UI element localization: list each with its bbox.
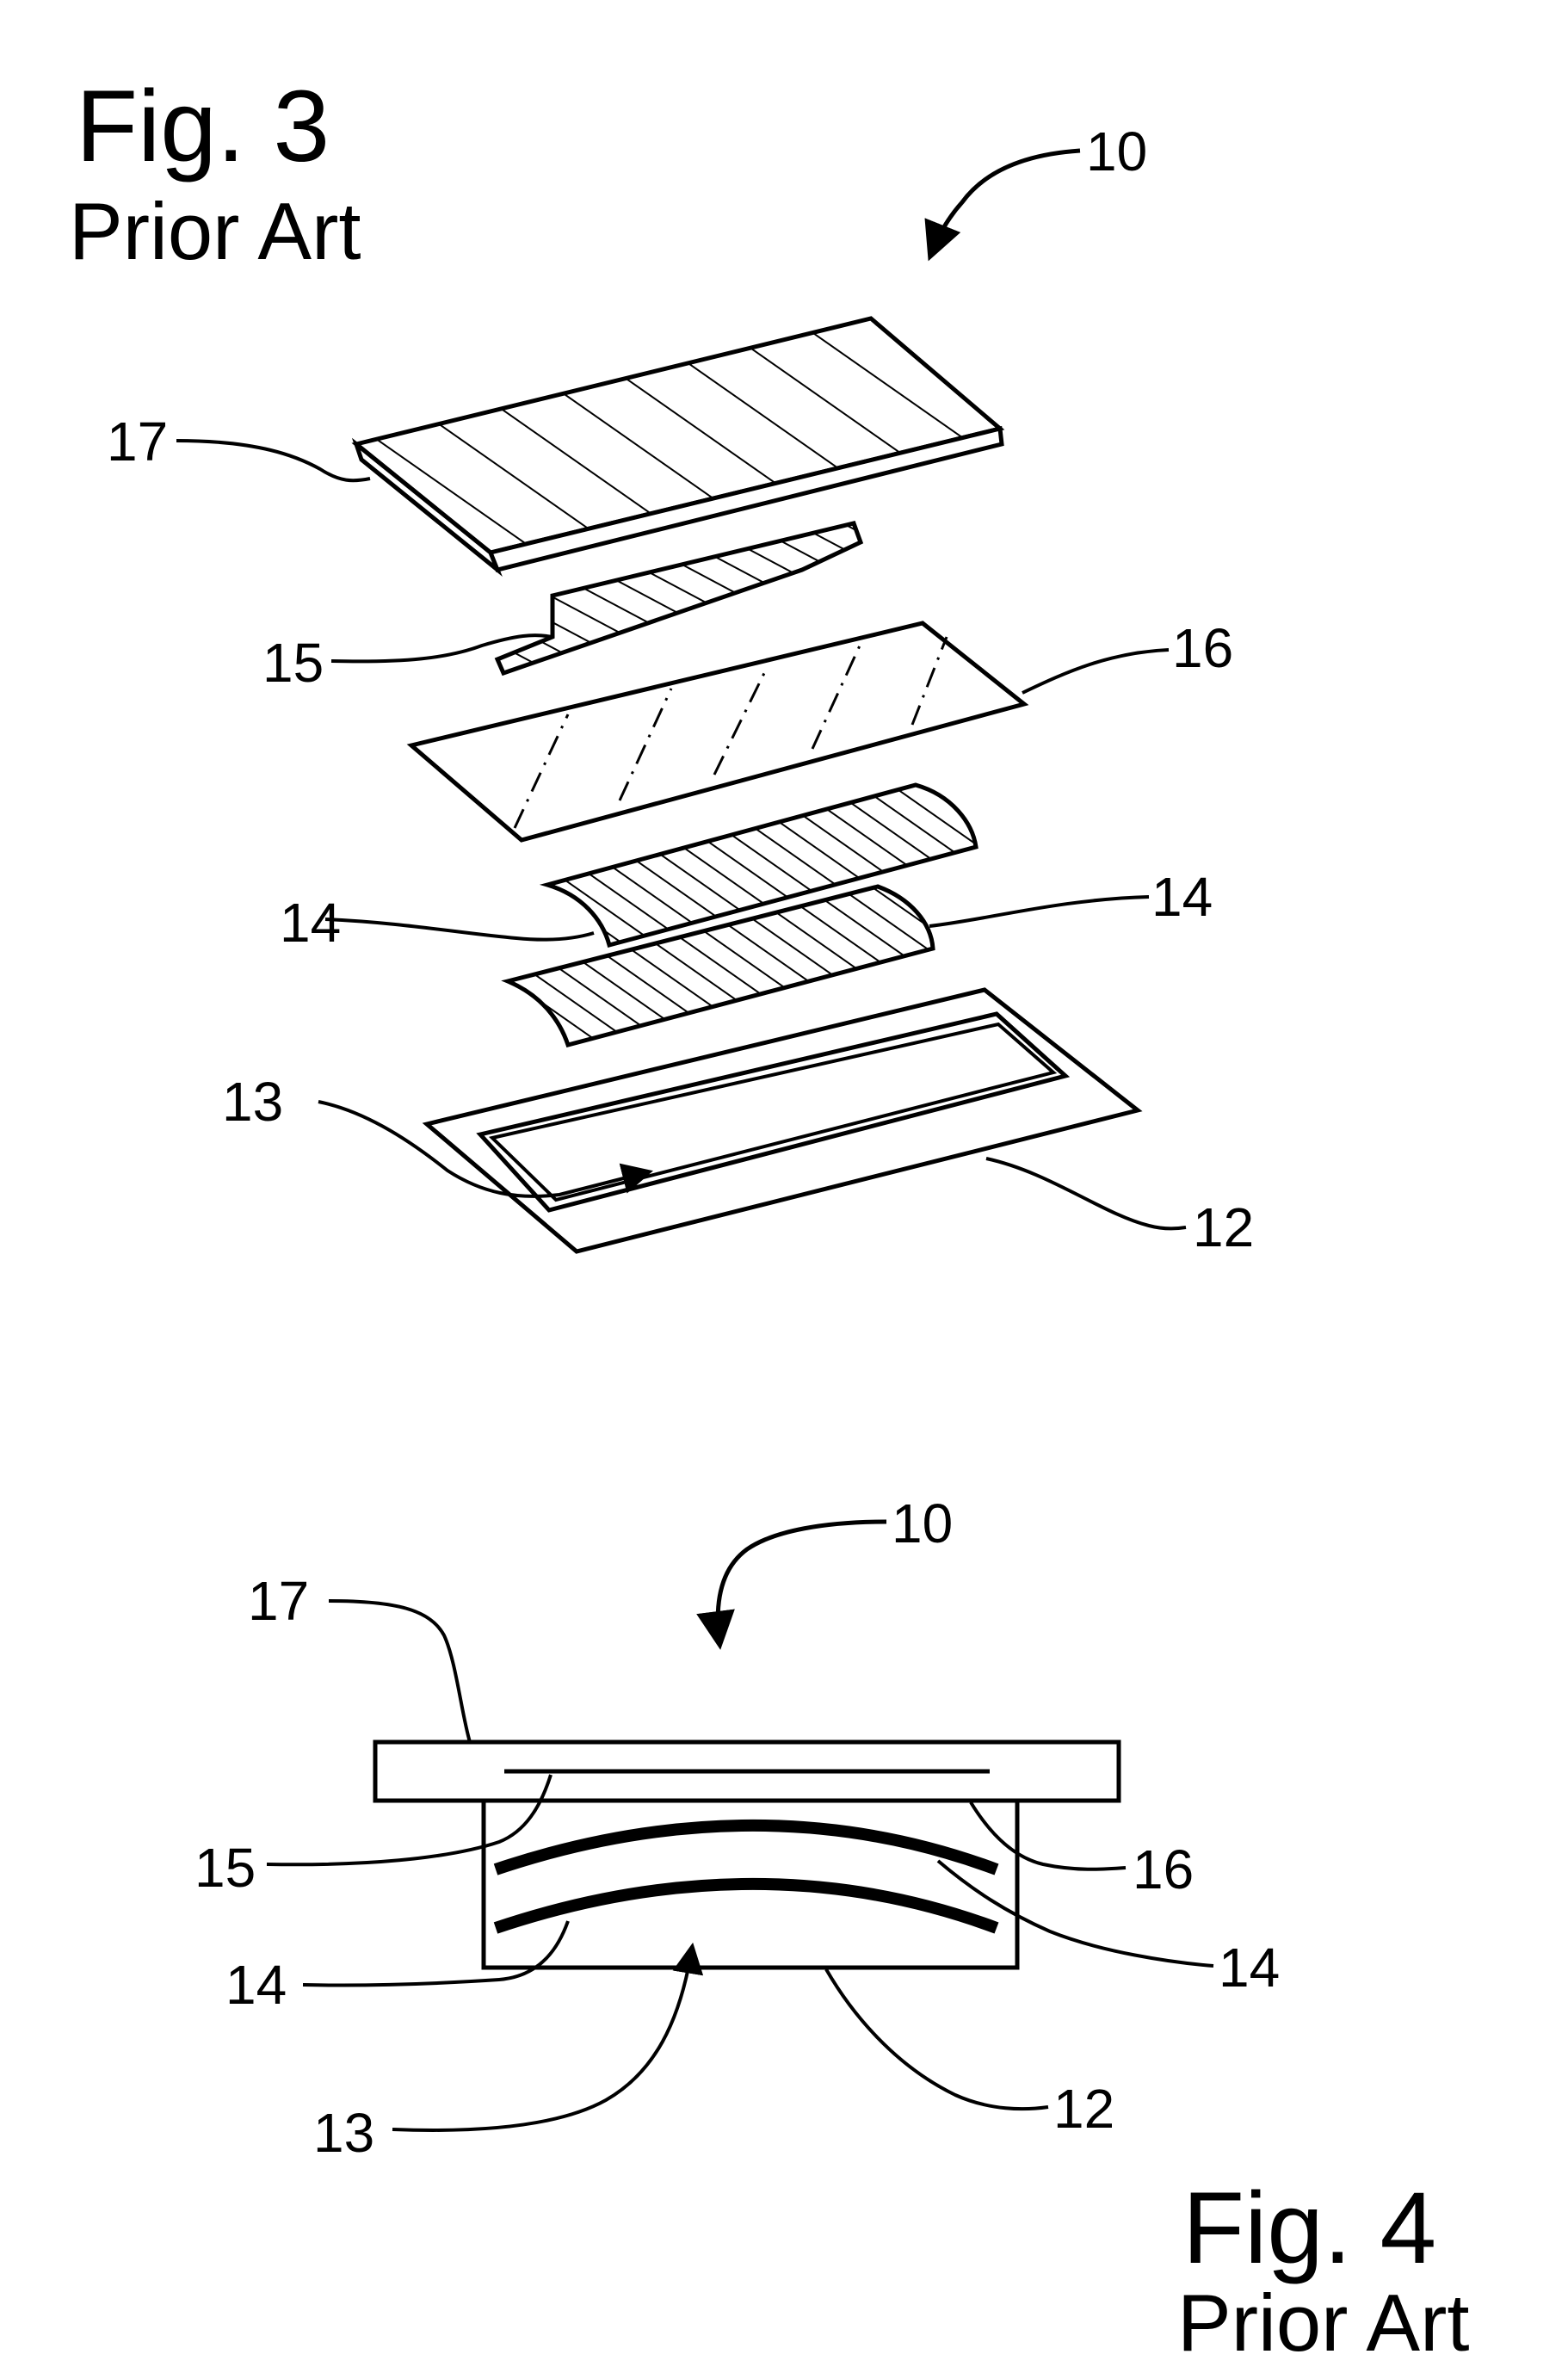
fig3-drawing: 10 17 15 <box>107 120 1254 1258</box>
fig3-label-14b: 14 <box>1151 866 1213 928</box>
fig3-layer-17 <box>356 318 1002 570</box>
fig3-assembly-arrow <box>931 151 1080 254</box>
fig3-layer-12-frame <box>427 990 1138 1251</box>
fig4-drawing: 10 17 15 16 14 14 13 12 <box>194 1492 1280 2164</box>
fig3-leader-14-left <box>325 919 594 940</box>
fig4-label-13: 13 <box>313 2102 374 2164</box>
fig4-label-17: 17 <box>248 1570 309 1632</box>
fig3-leader-17 <box>176 441 370 480</box>
fig4-label-15: 15 <box>194 1837 256 1899</box>
fig3-label-13: 13 <box>222 1071 283 1133</box>
fig4-label-12: 12 <box>1053 2078 1114 2140</box>
fig4-arrow-13 <box>392 1949 692 2130</box>
fig3-label-14a: 14 <box>280 892 341 954</box>
fig4-label-14b: 14 <box>1219 1937 1280 1999</box>
fig3-label-10: 10 <box>1086 120 1147 182</box>
fig3-leader-16 <box>1022 650 1169 693</box>
fig3-leader-14-right <box>929 897 1149 926</box>
fig4-label-16: 16 <box>1133 1838 1194 1900</box>
fig3-label-12: 12 <box>1193 1196 1254 1258</box>
fig4-assembly-arrow <box>718 1522 886 1642</box>
fig3-label-16: 16 <box>1172 617 1233 679</box>
fig4-leader-17 <box>329 1601 470 1742</box>
fig4-label-14a: 14 <box>225 1954 287 2016</box>
fig4-leader-12 <box>826 1969 1048 2109</box>
fig4-label-10: 10 <box>892 1492 953 1554</box>
fig3-label-17: 17 <box>107 411 168 473</box>
fig3-leader-12 <box>986 1159 1186 1228</box>
fig3-label-15: 15 <box>262 632 324 694</box>
